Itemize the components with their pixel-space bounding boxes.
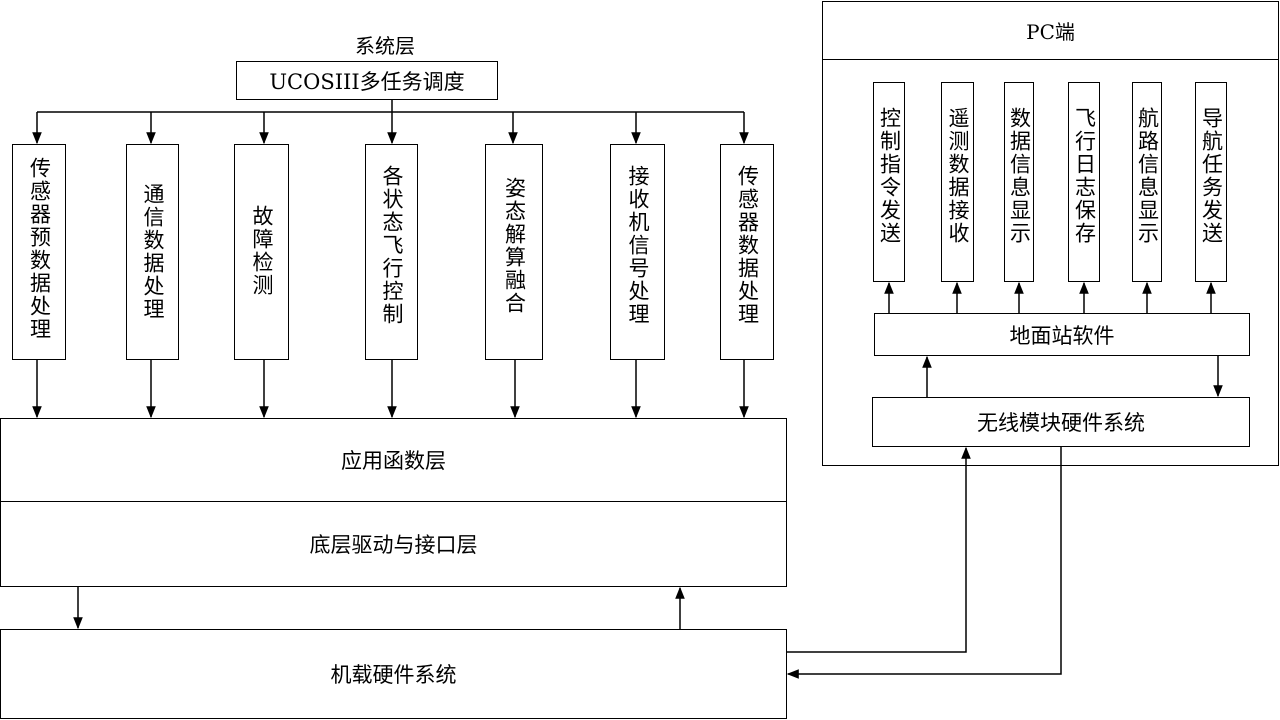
- task-label: 各状态飞行控制: [380, 165, 404, 326]
- pc-title: PC端: [1026, 20, 1075, 44]
- ground-station-label: 地面站软件: [1009, 323, 1115, 348]
- hardware-to-wireless-link: [787, 446, 971, 653]
- ground-station-box: 地面站软件: [874, 313, 1250, 356]
- task-label: 姿态解算融合: [502, 177, 527, 315]
- wireless-to-hardware-link: [786, 447, 1062, 679]
- task-label: 传感器数据处理: [735, 165, 760, 326]
- task-box-4: 各状态飞行控制: [365, 144, 418, 360]
- task-box-6: 接收机信号处理: [610, 144, 665, 360]
- task-label: 故障检测: [250, 205, 274, 297]
- pc-function-box-4: 飞行日志保存: [1068, 82, 1100, 282]
- task-label: 传感器预数据处理: [27, 157, 52, 341]
- driver-layer-label: 底层驱动与接口层: [309, 533, 478, 557]
- pc-function-label: 飞行日志保存: [1072, 107, 1097, 245]
- app-function-layer-label: 应用函数层: [341, 449, 446, 473]
- task-box-2: 通信数据处理: [126, 144, 179, 360]
- app-function-layer: 应用函数层: [0, 418, 787, 502]
- task-label: 接收机信号处理: [626, 165, 650, 326]
- pc-function-label: 数据信息显示: [1007, 107, 1032, 245]
- pc-function-box-6: 导航任务发送: [1195, 82, 1227, 282]
- wireless-module-label: 无线模块硬件系统: [977, 411, 1145, 435]
- pc-function-label: 控制指令发送: [877, 107, 902, 245]
- wireless-module-box: 无线模块硬件系统: [872, 397, 1250, 447]
- system-layer-title: 系统层: [355, 34, 415, 58]
- pc-function-box-3: 数据信息显示: [1004, 82, 1034, 282]
- task-label: 通信数据处理: [141, 183, 165, 321]
- onboard-hardware-label: 机载硬件系统: [330, 663, 457, 687]
- task-box-1: 传感器预数据处理: [12, 144, 66, 360]
- driver-layer: 底层驱动与接口层: [0, 501, 787, 587]
- pc-function-label: 导航任务发送: [1199, 107, 1224, 245]
- onboard-hardware-box: 机载硬件系统: [0, 629, 787, 719]
- pc-function-label: 遥测数据接收: [946, 107, 970, 245]
- pc-function-box-5: 航路信息显示: [1132, 82, 1162, 282]
- pc-function-box-2: 遥测数据接收: [941, 82, 974, 282]
- scheduler-label: UCOSIII多任务调度: [269, 69, 465, 94]
- pc-function-label: 航路信息显示: [1135, 107, 1160, 245]
- pc-function-box-1: 控制指令发送: [873, 82, 905, 282]
- task-box-7: 传感器数据处理: [720, 144, 774, 360]
- pc-header: PC端: [822, 1, 1279, 60]
- task-box-5: 姿态解算融合: [485, 144, 543, 360]
- scheduler-box: UCOSIII多任务调度: [236, 61, 498, 100]
- task-box-3: 故障检测: [234, 144, 289, 360]
